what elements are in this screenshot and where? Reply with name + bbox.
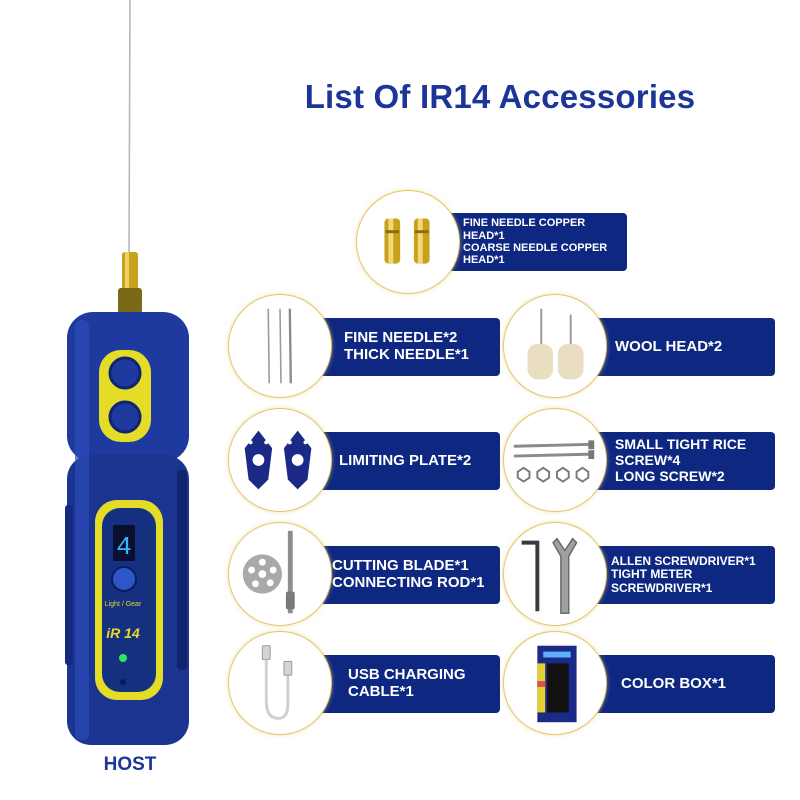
- accessory-text: USB CHARGING: [348, 666, 466, 684]
- accessory-text: COLOR BOX*1: [621, 674, 727, 692]
- limiting-plate-icon: [228, 408, 332, 512]
- cutting-blade-icon: [228, 522, 332, 626]
- accessory-text: FINE NEEDLE COPPER: [463, 217, 586, 230]
- model-label: iR 14: [106, 625, 140, 641]
- accessory-text: WOOL HEAD*2: [615, 337, 723, 355]
- accessory-text: THICK NEEDLE*1: [344, 346, 470, 363]
- accessory-text: SMALL TIGHT RICE: [615, 436, 747, 453]
- accessory-text: HEAD*1: [463, 229, 505, 242]
- status-led: [119, 654, 127, 662]
- accessory-text: ALLEN SCREWDRIVER*1: [611, 553, 756, 568]
- accessory-text: CONNECTING ROD*1: [332, 574, 485, 591]
- accessory-text: FINE NEEDLE*2: [344, 329, 458, 347]
- screws-icon: [503, 408, 607, 512]
- needles-icon: [228, 294, 332, 398]
- accessory-text: CABLE*1: [348, 683, 414, 700]
- digit-display: [113, 525, 135, 561]
- color-box-icon: [503, 631, 607, 735]
- screwdriver-icon: [503, 522, 607, 626]
- accessory-text: HEAD*1: [463, 254, 505, 267]
- accessory-text: LONG SCREW*2: [615, 467, 725, 484]
- page-title: List Of IR14 Accessories: [304, 78, 696, 115]
- accessory-text: TIGHT METER: [611, 567, 693, 582]
- accessory-text: LIMITING PLATE*2: [339, 451, 472, 469]
- collet-icon: [122, 252, 138, 292]
- host-device-image: 4 Light / Gear iR 14: [65, 0, 189, 745]
- needle-icon: [128, 0, 131, 256]
- lower-control-button: [108, 400, 142, 434]
- accessory-text: CUTTING BLADE*1: [332, 557, 469, 575]
- light-gear-label: Light / Gear: [105, 601, 142, 608]
- wool-head-icon: [503, 294, 607, 398]
- usb-cable-icon: [228, 631, 332, 735]
- accessory-text: COARSE NEEDLE COPPER: [463, 242, 608, 254]
- upper-control-button: [108, 356, 142, 390]
- light-gear-button: [111, 566, 137, 592]
- accessory-text: SCREWDRIVER*1: [611, 580, 713, 595]
- host-label: HOST: [103, 754, 157, 775]
- copper-heads-icon: [356, 190, 460, 294]
- display-digit: 4: [116, 532, 132, 562]
- accessory-text: SCREW*4: [615, 452, 681, 469]
